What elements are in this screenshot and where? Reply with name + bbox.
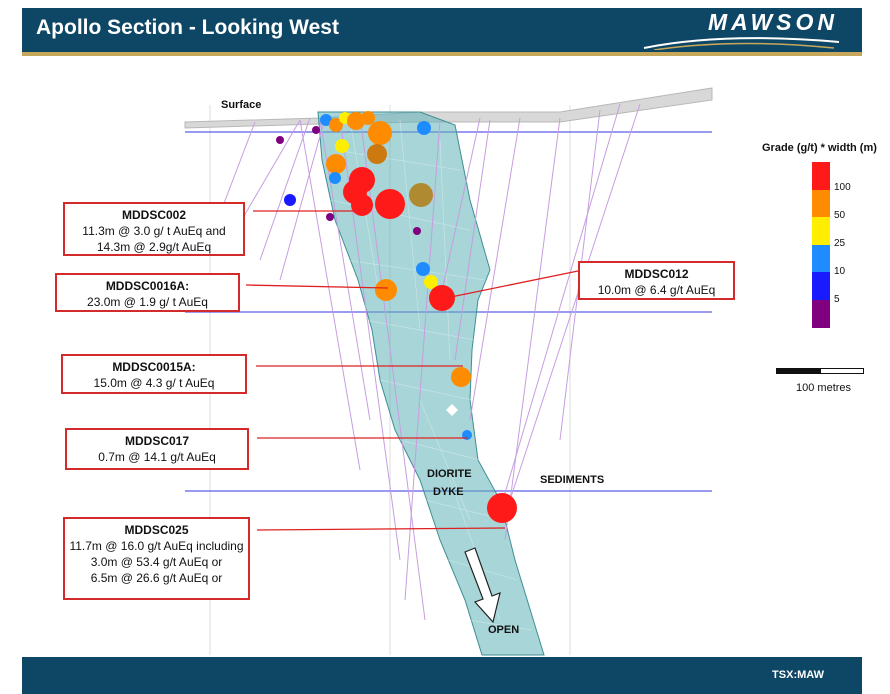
diorite-dyke bbox=[317, 111, 545, 656]
legend-tick: 25 bbox=[834, 238, 846, 249]
page-title: Apollo Section - Looking West bbox=[36, 16, 339, 39]
legend-color-bar bbox=[812, 162, 830, 328]
callout-hole: MDDSC017 bbox=[124, 434, 190, 448]
legend-title: Grade (g/t) * width (m) bbox=[762, 142, 877, 154]
header-bar: Apollo Section - Looking West MAWSON bbox=[22, 8, 862, 52]
surface-label: Surface bbox=[221, 99, 262, 111]
callout-mddsc012: MDDSC012 10.0m @ 6.4 g/t AuEq bbox=[578, 261, 735, 300]
logo-text: MAWSON bbox=[707, 9, 838, 35]
topography-surface bbox=[184, 87, 713, 129]
callout-hole: MDDSC0015A: bbox=[112, 360, 196, 374]
callout-line: 6.5m @ 26.6 g/t AuEq or bbox=[90, 571, 223, 585]
callout-mddsc0016a: MDDSC0016A: 23.0m @ 1.9 g/ t AuEq bbox=[55, 273, 240, 312]
callout-line: 11.7m @ 16.0 g/t AuEq including bbox=[69, 539, 244, 553]
callout-line: 0.7m @ 14.1 g/t AuEq bbox=[98, 450, 216, 464]
legend-tick: 50 bbox=[834, 210, 846, 221]
callout-mddsc017: MDDSC017 0.7m @ 14.1 g/t AuEq bbox=[65, 428, 249, 470]
callout-line: 10.0m @ 6.4 g/t AuEq bbox=[597, 283, 716, 297]
legend-swatch bbox=[812, 162, 830, 190]
logo-swoosh-icon bbox=[643, 37, 840, 50]
callout-line: 23.0m @ 1.9 g/ t AuEq bbox=[87, 295, 208, 309]
legend-swatch bbox=[812, 189, 830, 218]
legend-tick: 10 bbox=[834, 266, 846, 277]
legend-swatch bbox=[812, 244, 830, 273]
legend-tick: 100 bbox=[834, 182, 851, 193]
callout-hole: MDDSC025 bbox=[124, 523, 189, 537]
callout-connectors bbox=[245, 210, 579, 531]
callout-hole: MDDSC012 bbox=[624, 267, 689, 281]
callout-line: 14.3m @ 2.9g/t AuEq bbox=[96, 240, 212, 254]
callout-line: 11.3m @ 3.0 g/ t AuEq and bbox=[82, 224, 226, 238]
callout-hole: MDDSC002 bbox=[121, 208, 187, 222]
ticker-label: TSX:MAW bbox=[772, 669, 824, 681]
callout-mddsc002: MDDSC002 11.3m @ 3.0 g/ t AuEq and 14.3m… bbox=[63, 202, 245, 256]
sediments-label: SEDIMENTS bbox=[540, 474, 605, 486]
callout-mddsc025: MDDSC025 11.7m @ 16.0 g/t AuEq including… bbox=[63, 517, 250, 600]
dyke-label: DYKE bbox=[433, 486, 464, 498]
scale-bar bbox=[776, 368, 864, 374]
open-label: OPEN bbox=[488, 624, 520, 636]
callout-line: 3.0m @ 53.4 g/t AuEq or bbox=[90, 555, 223, 569]
callout-line: 15.0m @ 4.3 g/ t AuEq bbox=[93, 376, 215, 390]
legend-swatch bbox=[812, 272, 830, 300]
footer-bar: TSX:MAW bbox=[22, 657, 862, 694]
scale-label: 100 metres bbox=[796, 382, 852, 394]
callout-hole: MDDSC0016A: bbox=[105, 279, 190, 293]
diorite-label: DIORITE bbox=[427, 468, 472, 480]
legend-swatch bbox=[812, 217, 830, 245]
legend-tick: 5 bbox=[834, 294, 840, 305]
grade-spheres bbox=[276, 111, 517, 523]
open-arrow-icon bbox=[464, 547, 501, 624]
legend-swatch bbox=[812, 299, 830, 328]
header-accent-line bbox=[22, 52, 862, 56]
drill-traces bbox=[209, 103, 641, 621]
callout-mddsc0015a: MDDSC0015A: 15.0m @ 4.3 g/ t AuEq bbox=[61, 354, 247, 394]
